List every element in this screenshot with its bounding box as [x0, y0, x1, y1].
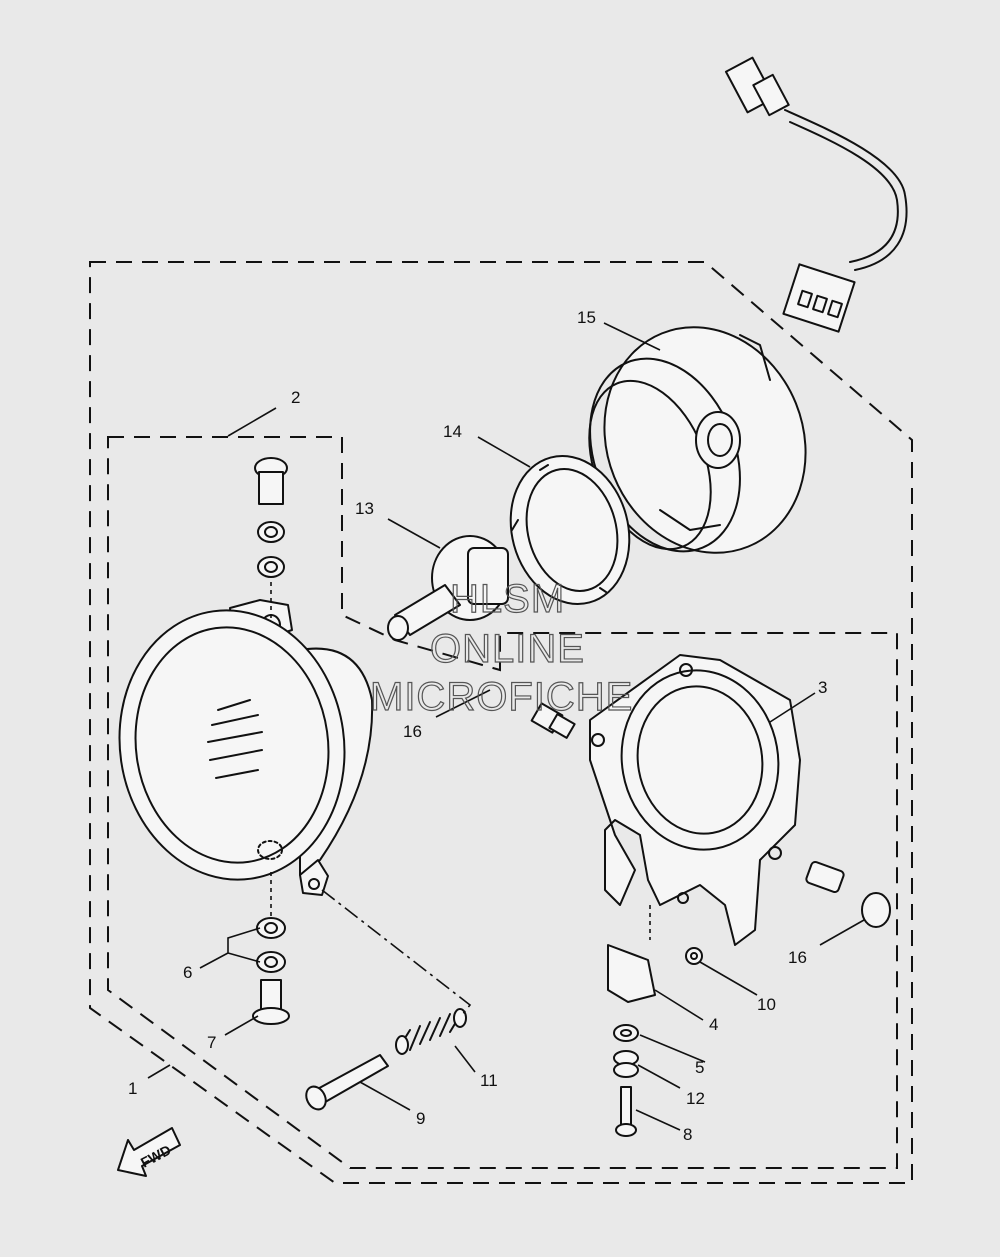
assembly-1-outline: [89, 261, 913, 1184]
spring-part-12: [613, 1050, 639, 1078]
adjuster-bolt-part-9: [305, 1054, 389, 1111]
forward-arrow-icon: FWD: [117, 1127, 181, 1177]
watermark: HLSM ONLINE MICROFICHE: [369, 576, 633, 719]
svg-text:HLSM: HLSM: [450, 577, 565, 621]
callout-10: 10: [757, 995, 776, 1014]
callout-12: 12: [686, 1089, 705, 1108]
svg-text:MICROFICHE: MICROFICHE: [370, 675, 633, 719]
bracket-part-3: [589, 654, 801, 946]
nut-part-10: [685, 947, 703, 965]
headlight-cover-part-15: [588, 326, 807, 554]
wire-harness: [724, 56, 908, 333]
callout-5: 5: [695, 1058, 704, 1077]
callout-3: 3: [818, 678, 827, 697]
callout-16-left: 16: [403, 722, 422, 741]
screw-part-8: [615, 1086, 637, 1137]
svg-text:ONLINE: ONLINE: [430, 627, 585, 671]
callout-9: 9: [416, 1109, 425, 1128]
callout-11: 11: [480, 1071, 498, 1090]
callout-2: 2: [291, 388, 300, 407]
callout-15: 15: [577, 308, 596, 327]
clip-part-4: [607, 905, 656, 1003]
bulb-part-13: [387, 535, 509, 641]
callout-7: 7: [207, 1033, 216, 1052]
callout-6: 6: [183, 963, 192, 982]
callout-13: 13: [355, 499, 374, 518]
callout-16-right: 16: [788, 948, 807, 967]
spring-part-11: [395, 1008, 467, 1055]
assembly-2-outline: [107, 436, 898, 1169]
top-screw-stack: [254, 457, 288, 618]
bulb-socket-part-16-right: [805, 860, 891, 928]
assembly-guide-line: [321, 889, 472, 1016]
callout-8: 8: [683, 1125, 692, 1144]
callout-4: 4: [709, 1015, 718, 1034]
headlight-unit: [118, 599, 374, 896]
callout-14: 14: [443, 422, 462, 441]
callout-1: 1: [128, 1079, 137, 1098]
bottom-screw-stack: [252, 872, 290, 1025]
bulb-socket-part-16-left: [530, 702, 576, 739]
washer-part-5: [613, 1024, 639, 1042]
leader-lines: [147, 322, 865, 1131]
bulb-ring-part-14: [509, 455, 631, 605]
